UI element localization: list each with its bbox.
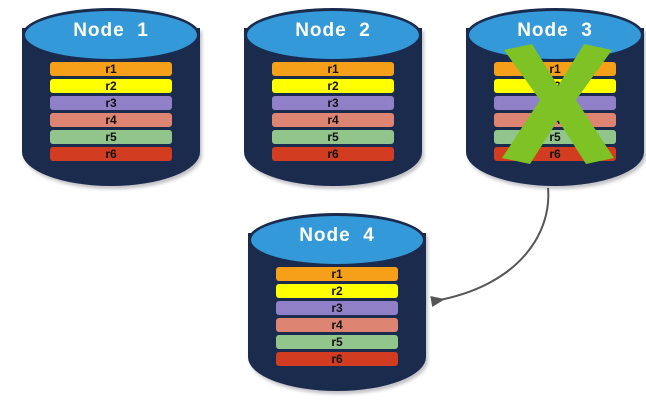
arrow-path [430, 187, 550, 307]
node-1-row-r4: r4 [50, 113, 172, 127]
node-1-row-r2: r2 [50, 79, 172, 93]
node-4[interactable]: Node 4 r1 r2 r3 r4 r5 r6 [248, 213, 426, 391]
node-3-row-r6: r6 [494, 147, 616, 161]
node-2-row-r1: r1 [272, 62, 394, 76]
node-3-row-r4: r4 [494, 113, 616, 127]
node-1[interactable]: Node 1 r1 r2 r3 r4 r5 r6 [22, 8, 200, 186]
node-3-row-r5: r5 [494, 130, 616, 144]
node-3-cylinder-top [466, 8, 644, 62]
node-1-row-r6: r6 [50, 147, 172, 161]
node-2-row-r2: r2 [272, 79, 394, 93]
node-4-row-r2: r2 [276, 284, 398, 298]
node-2-row-r4: r4 [272, 113, 394, 127]
node-3-row-r2: r2 [494, 79, 616, 93]
node-2[interactable]: Node 2 r1 r2 r3 r4 r5 r6 [244, 8, 422, 186]
node-1-row-r3: r3 [50, 96, 172, 110]
node-2-row-r6: r6 [272, 147, 394, 161]
node-1-rows: r1 r2 r3 r4 r5 r6 [50, 62, 172, 161]
node-4-cylinder-top [248, 213, 426, 267]
node-1-cylinder-top [22, 8, 200, 62]
node-4-row-r4: r4 [276, 318, 398, 332]
node-4-rows: r1 r2 r3 r4 r5 r6 [276, 267, 398, 366]
node-2-row-r3: r3 [272, 96, 394, 110]
node-3[interactable]: Node 3 r1 r2 r3 r4 r5 r6 [466, 8, 644, 186]
node-4-row-r3: r3 [276, 301, 398, 315]
node-3-row-r3: r3 [494, 96, 616, 110]
node-1-row-r1: r1 [50, 62, 172, 76]
node-3-rows: r1 r2 r3 r4 r5 r6 [494, 62, 616, 161]
node-2-row-r5: r5 [272, 130, 394, 144]
node-4-row-r1: r1 [276, 267, 398, 281]
node-4-row-r6: r6 [276, 352, 398, 366]
node-3-row-r1: r1 [494, 62, 616, 76]
node-4-row-r5: r5 [276, 335, 398, 349]
node-2-cylinder-top [244, 8, 422, 62]
node-2-rows: r1 r2 r3 r4 r5 r6 [272, 62, 394, 161]
node-1-row-r5: r5 [50, 130, 172, 144]
